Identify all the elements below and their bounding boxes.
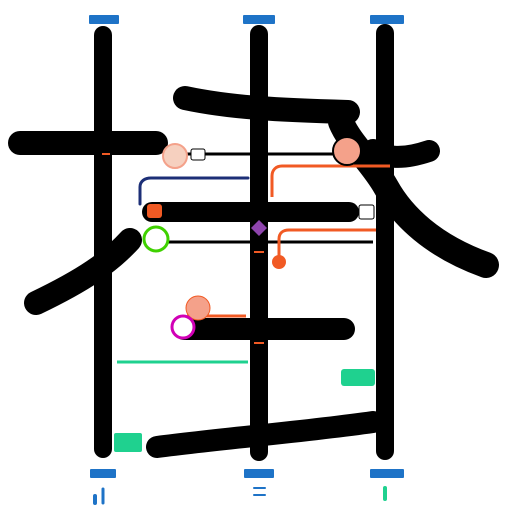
top-right-peach-circle [332,136,362,166]
diamond-icon [251,220,267,236]
orange-square-marker [147,204,162,218]
left-ringed-circle [142,225,170,253]
middle-column-bottom-tip [250,449,268,458]
right-column-top-tip [376,26,394,35]
middle-column-top-tip [250,26,268,35]
bottom-left-label-box [90,469,116,478]
left-column-top-tip [94,27,112,36]
top-right-label-box [370,15,404,24]
small-white-label-box [190,148,206,161]
right-column-bottom-tip [376,449,394,458]
bottom-left-green-box [114,433,142,452]
bottom-diagonal-bar [146,411,384,458]
right-diagonal-sweep [328,109,499,278]
bottom-right-label-box [370,469,404,478]
small-circle-icon [272,255,286,269]
lower-peach-circle [185,295,211,321]
bottom-right-green-box [341,369,375,386]
upper-sweep [173,86,360,124]
bottom-middle-label-box [244,469,274,478]
top-left-peach-circle [162,143,188,169]
right-upper-spur [362,139,440,168]
orange-route-upper [270,164,390,197]
pink-ringed-circle [170,314,196,340]
middle-right-box [358,204,375,220]
top-left-label-box [89,15,119,24]
orange-route-lower [277,228,376,266]
top-middle-label-box [243,15,275,24]
left-bar-label-bg [18,136,70,148]
left-column-bottom-tip [94,447,112,456]
navy-path [138,176,250,206]
left-lower-sweep [24,228,142,315]
